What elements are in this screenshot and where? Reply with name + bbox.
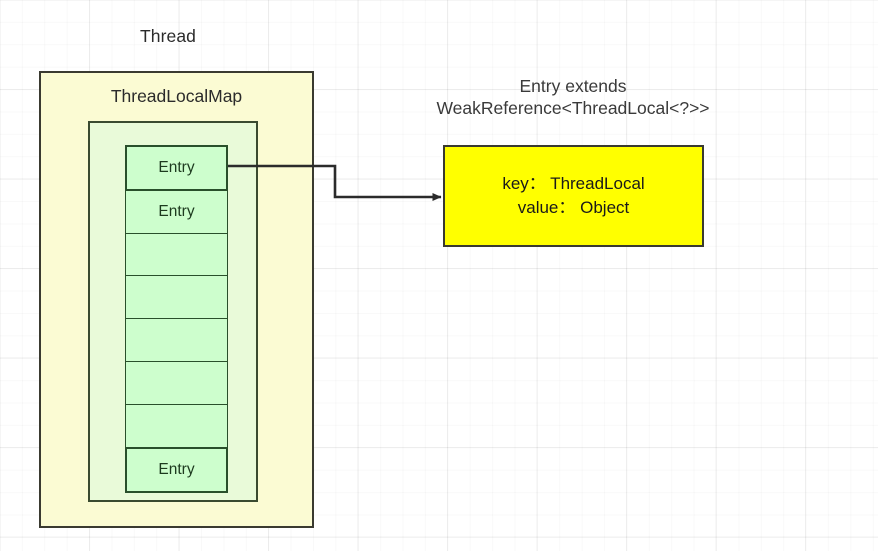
entry-detail-box: key： ThreadLocal value： Object [443,145,704,247]
entry-cell[interactable] [125,403,228,449]
entry-cell[interactable] [125,275,228,320]
entry-cell[interactable]: Entry [125,446,228,493]
entry-cell[interactable]: Entry [125,189,228,235]
entry-extends-caption: Entry extends WeakReference<ThreadLocal<… [436,76,710,118]
thread-label: Thread [139,26,197,46]
entry-cell[interactable] [125,361,228,406]
threadlocalmap-label: ThreadLocalMap [110,86,243,106]
entry-cell[interactable] [125,232,228,277]
entry-key-line: key： ThreadLocal [502,174,645,193]
entry-value-line: value： Object [517,198,630,217]
entry-cell[interactable]: Entry [125,145,228,192]
entry-table: Entry Entry Entry [125,145,228,493]
entry-cell[interactable] [125,318,228,363]
